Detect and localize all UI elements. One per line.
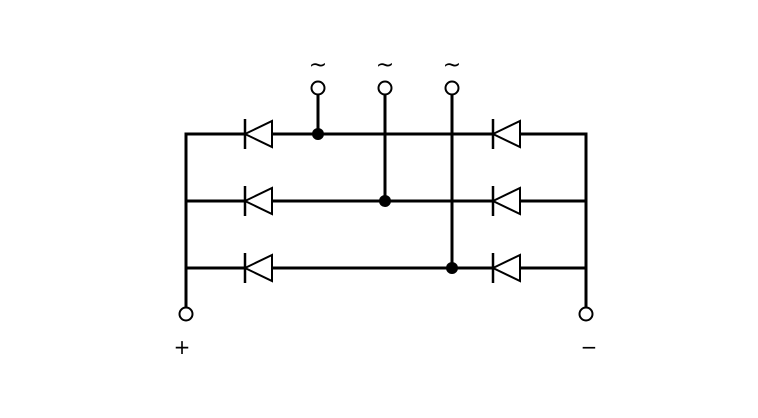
negative-terminal xyxy=(578,306,594,322)
ac-terminal-2 xyxy=(377,80,393,96)
ac-terminal-1 xyxy=(310,80,326,96)
positive-terminal xyxy=(178,306,194,322)
diode-left-2 xyxy=(242,186,273,216)
negative-label: − xyxy=(581,335,598,359)
ac-label-1: ~ xyxy=(309,53,327,78)
positive-label: + xyxy=(174,335,191,359)
diode-right-2 xyxy=(490,186,521,216)
ac-label-2: ~ xyxy=(376,53,394,78)
diode-left-3 xyxy=(242,253,273,283)
diode-right-3 xyxy=(490,253,521,283)
junction-dot-1 xyxy=(312,128,324,140)
junction-dot-2 xyxy=(379,195,391,207)
ac-label-3: ~ xyxy=(443,53,461,78)
diode-left-1 xyxy=(242,119,273,149)
ac-terminal-3 xyxy=(444,80,460,96)
junction-dot-3 xyxy=(446,262,458,274)
diode-right-1 xyxy=(490,119,521,149)
